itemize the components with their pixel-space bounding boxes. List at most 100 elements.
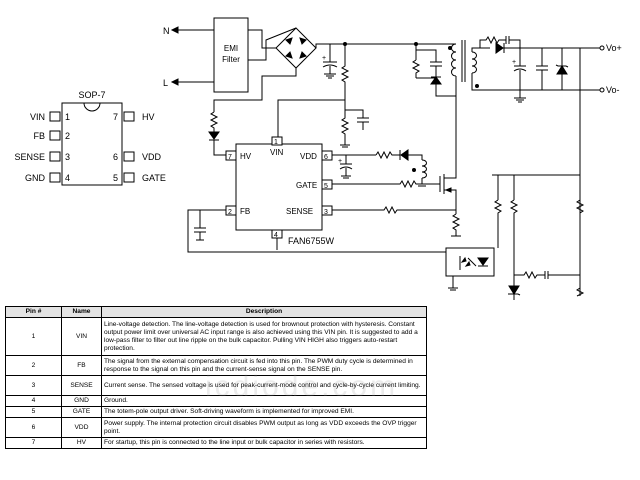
resistor-icon (332, 205, 456, 215)
pin-box (123, 172, 135, 183)
diode-icon (208, 131, 220, 140)
pin-description-table: Pin # Name Description 1 VIN Line-voltag… (5, 306, 427, 449)
diode-icon (400, 149, 409, 161)
pin1-notch (83, 102, 101, 112)
svg-text:SENSE: SENSE (286, 207, 313, 216)
aux-winding (421, 159, 427, 179)
diode-icon (285, 51, 293, 59)
ic-body (235, 143, 323, 231)
arrow-icon (460, 256, 467, 263)
pin-name: GATE (142, 173, 166, 183)
pin-number: 3 (65, 152, 70, 162)
table-row: 1 VIN Line-voltage detection. The line-v… (5, 317, 427, 356)
cell-name: HV (61, 437, 102, 449)
resistor-icon (479, 35, 506, 48)
cell-pin: 3 (5, 375, 62, 396)
svg-text:1: 1 (274, 139, 278, 146)
table-row: 3 SENSE Current sense. The sensed voltag… (5, 375, 427, 396)
arrow-icon (464, 260, 471, 267)
output-terminal (599, 87, 605, 93)
shunt-regulator-icon (508, 285, 520, 295)
svg-text:+: + (338, 158, 342, 165)
svg-text:+: + (512, 59, 516, 66)
table-row: 6 VDD Power supply. The internal protect… (5, 417, 427, 438)
cell-pin: 4 (5, 395, 62, 407)
cell-pin: 6 (5, 417, 62, 438)
pin-name: FB (33, 131, 45, 141)
svg-text:GATE: GATE (296, 181, 317, 190)
pin-box (123, 151, 135, 162)
pin-number: 7 (113, 112, 118, 122)
resistor-icon (509, 199, 519, 275)
pin-number: 6 (113, 152, 118, 162)
cell-description: Line-voltage detection. The line-voltage… (101, 317, 427, 356)
arrow-icon (170, 26, 179, 34)
header-pin: Pin # (5, 306, 62, 318)
table-row: 2 FB The signal from the external compen… (5, 355, 427, 376)
emi-filter-box (213, 17, 249, 93)
pin-box (49, 172, 61, 183)
cell-name: FB (61, 355, 102, 376)
package-name: SOP-7 (78, 90, 105, 100)
secondary-section: + Vo+ Vo- (445, 35, 622, 300)
svg-text:2: 2 (228, 209, 232, 216)
header-name: Name (61, 306, 102, 318)
cell-pin: 5 (5, 406, 62, 418)
cell-pin: 7 (5, 437, 62, 449)
pin-number: 4 (65, 173, 70, 183)
cell-name: GND (61, 395, 102, 407)
svg-text:6: 6 (324, 154, 328, 161)
controller-ic: 1 VIN 7 HV 6 VDD 5 GATE 2 FB 3 SENSE 4 F… (225, 136, 335, 246)
cell-description: Current sense. The sensed voltage is use… (101, 375, 427, 396)
schematic-diagram: SOP-7 VIN FB SENSE GND 1 2 3 4 7 6 5 HV … (14, 17, 622, 300)
pin-number: 2 (65, 131, 70, 141)
output-terminal (599, 45, 605, 51)
led-icon (477, 257, 489, 266)
pin-name: SENSE (14, 152, 45, 162)
cell-description: The signal from the external compensatio… (101, 355, 427, 376)
pin-box (49, 111, 61, 122)
table-header-row: Pin # Name Description (5, 306, 427, 318)
pin-name: HV (142, 112, 155, 122)
resistor-icon (451, 213, 461, 236)
header-description: Description (101, 306, 427, 318)
pin-box (123, 111, 135, 122)
resistor-icon (575, 199, 585, 214)
cell-pin: 1 (5, 317, 62, 356)
diode-icon (299, 51, 307, 59)
zener-icon (556, 65, 568, 75)
resistor-icon (514, 270, 545, 280)
pin-box (49, 130, 61, 141)
svg-text:HV: HV (240, 152, 252, 161)
svg-text:VDD: VDD (300, 152, 317, 161)
cell-description: Ground. (101, 395, 427, 407)
resistor-icon (332, 179, 440, 189)
table-row: 7 HV For startup, this pin is connected … (5, 437, 427, 449)
cell-description: Power supply. The internal protection ci… (101, 417, 427, 438)
table-row: 4 GND Ground. (5, 395, 427, 407)
diode-icon (495, 42, 504, 54)
cell-description: The totem-pole output driver. Soft-drivi… (101, 406, 427, 418)
output-label-vo-plus: Vo+ (606, 43, 622, 53)
input-section: N L EMI Filter + (163, 17, 448, 148)
svg-text:FB: FB (240, 207, 250, 216)
resistor-icon (209, 111, 219, 132)
input-label-n: N (163, 26, 170, 36)
svg-text:+: + (322, 55, 326, 62)
emi-filter-label: EMI (224, 44, 238, 53)
package-body (61, 102, 123, 186)
sop7-package: SOP-7 VIN FB SENSE GND 1 2 3 4 7 6 5 HV … (14, 90, 166, 186)
cell-name: GATE (61, 406, 102, 418)
resistor-icon (411, 59, 421, 78)
resistor-icon (493, 199, 503, 248)
ic-wiring: + (187, 111, 461, 253)
resistor-icon (340, 44, 350, 145)
pin-box (49, 151, 61, 162)
resistor-icon (576, 287, 585, 297)
svg-text:3: 3 (324, 209, 328, 216)
input-label-l: L (163, 78, 168, 88)
svg-text:5: 5 (324, 183, 328, 190)
svg-text:VIN: VIN (270, 148, 284, 157)
svg-text:7: 7 (228, 154, 232, 161)
pin-name: VIN (30, 112, 45, 122)
